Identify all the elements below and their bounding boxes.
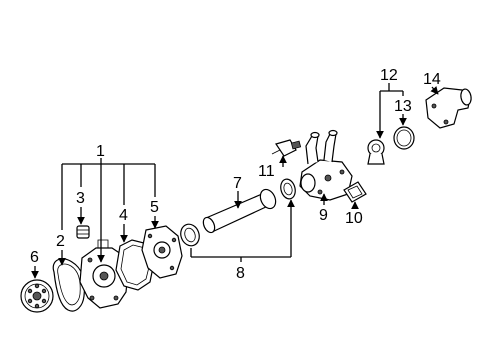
callout-8: 8 xyxy=(236,265,245,282)
thermostat-seal-part xyxy=(393,126,415,150)
temperature-sensor-part xyxy=(271,139,302,157)
callout-3: 3 xyxy=(76,190,85,207)
housing-gasket-part xyxy=(343,181,367,203)
pipe-o-ring-right-part xyxy=(280,178,296,200)
callout-12: 12 xyxy=(380,67,398,84)
plug-part xyxy=(76,225,90,239)
callout-2: 2 xyxy=(56,233,65,250)
water-outlet-part xyxy=(425,87,472,129)
callout-5: 5 xyxy=(150,199,159,216)
water-pump-part xyxy=(79,239,129,309)
callout-10: 10 xyxy=(345,210,363,227)
callout-9: 9 xyxy=(319,207,328,224)
thermostat-part xyxy=(367,139,385,165)
callout-6: 6 xyxy=(30,249,39,266)
callout-labels: 1 2 3 4 5 6 7 8 9 10 11 12 13 14 xyxy=(30,67,441,282)
callout-13: 13 xyxy=(394,98,412,115)
callout-11: 11 xyxy=(258,163,275,180)
pipe-o-ring-left-part xyxy=(180,223,200,247)
callout-7: 7 xyxy=(233,175,242,192)
leader-lines xyxy=(31,83,439,279)
pump-cover-part xyxy=(141,225,183,279)
callout-1: 1 xyxy=(96,143,105,160)
pulley-part xyxy=(20,279,54,313)
coolant-pipe-part xyxy=(202,188,277,234)
pump-gasket-part xyxy=(52,258,86,312)
callout-4: 4 xyxy=(119,207,128,224)
callout-14: 14 xyxy=(423,71,441,88)
